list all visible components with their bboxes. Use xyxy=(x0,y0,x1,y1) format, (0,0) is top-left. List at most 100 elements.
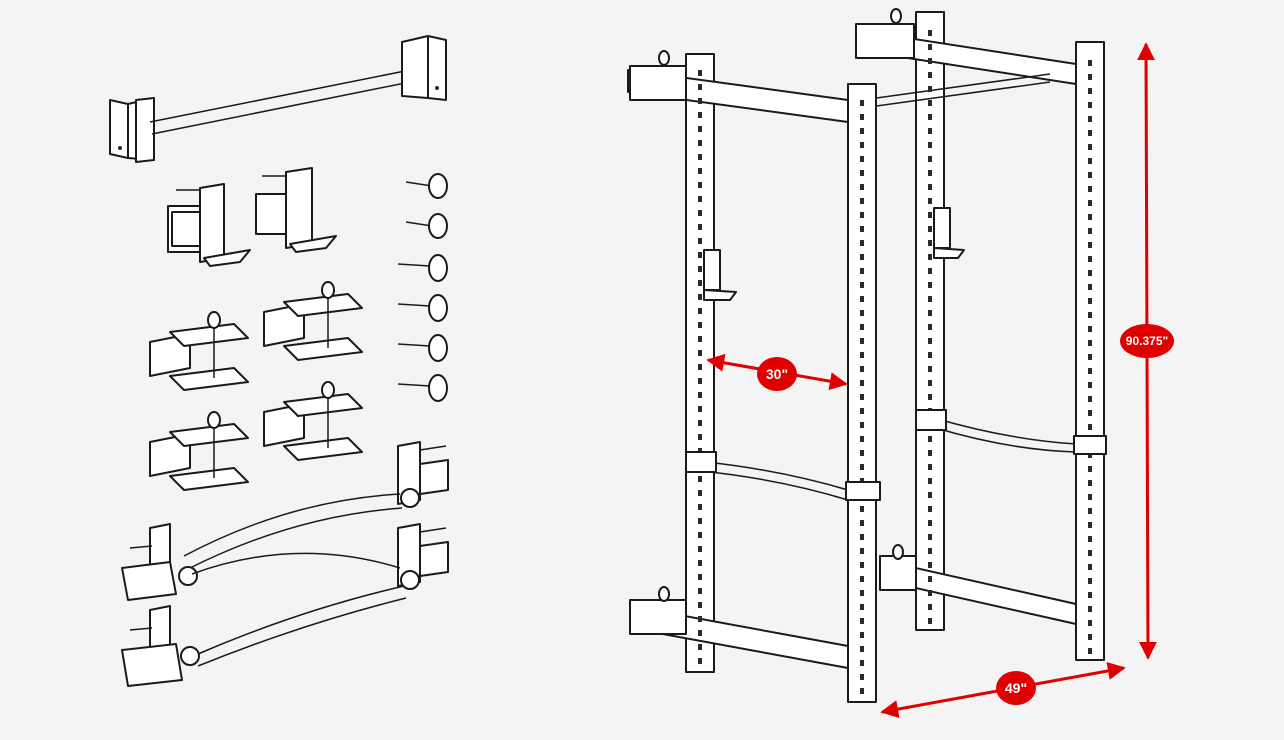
upright-hole xyxy=(860,674,864,680)
upright-hole xyxy=(698,322,702,328)
upright-hole xyxy=(1088,634,1092,640)
upright-hole xyxy=(698,644,702,650)
upright-hole xyxy=(860,156,864,162)
accessories-group xyxy=(109,35,449,687)
upright-hole xyxy=(698,308,702,314)
strap-safety xyxy=(121,585,407,687)
upright-hole xyxy=(1088,256,1092,262)
strap-safety xyxy=(183,441,449,571)
upright-hole xyxy=(928,282,932,288)
upright-hole xyxy=(928,604,932,610)
upright-hole xyxy=(1088,494,1092,500)
upright-hole xyxy=(928,324,932,330)
upright-hole xyxy=(698,504,702,510)
upright-hole xyxy=(928,436,932,442)
upright-hole xyxy=(1088,214,1092,220)
pull-pin xyxy=(397,334,448,362)
upright-hole xyxy=(698,70,702,76)
upright-hole xyxy=(698,364,702,370)
rack-wall-bracket xyxy=(629,50,687,101)
upright-hole xyxy=(1088,592,1092,598)
upright-hole xyxy=(860,646,864,652)
upright-hole xyxy=(1088,298,1092,304)
pull-pin xyxy=(397,254,448,282)
upright-hole xyxy=(860,590,864,596)
rack-strap-safety-front xyxy=(705,461,849,491)
upright-hole xyxy=(698,126,702,132)
upright-hole xyxy=(698,420,702,426)
upright-hole xyxy=(1088,200,1092,206)
upright-hole xyxy=(1088,74,1092,80)
upright-hole xyxy=(860,506,864,512)
upright-hole xyxy=(1088,564,1092,570)
upright-hole xyxy=(860,394,864,400)
upright-hole xyxy=(860,604,864,610)
upright-hole xyxy=(1088,172,1092,178)
upright-hole xyxy=(928,562,932,568)
upright-hole xyxy=(860,142,864,148)
upright-hole xyxy=(860,660,864,666)
upright-hole xyxy=(698,84,702,90)
upright-hole xyxy=(928,520,932,526)
upright-hole xyxy=(860,170,864,176)
upright-hole xyxy=(928,576,932,582)
upright-hole xyxy=(928,366,932,372)
upright-hole xyxy=(698,630,702,636)
upright-hole xyxy=(860,576,864,582)
upright-hole xyxy=(860,184,864,190)
depth-label: 49" xyxy=(1005,680,1027,696)
upright-hole xyxy=(1088,410,1092,416)
wall-bracket xyxy=(149,311,249,391)
upright-hole xyxy=(698,98,702,104)
upright-hole xyxy=(928,310,932,316)
upright-hole xyxy=(698,182,702,188)
upright-hole xyxy=(698,210,702,216)
upright-hole xyxy=(1088,242,1092,248)
upright-hole xyxy=(698,378,702,384)
upright-hole xyxy=(698,168,702,174)
upright-hole xyxy=(928,100,932,106)
upright-hole xyxy=(928,268,932,274)
wall-bracket xyxy=(263,381,363,461)
upright-hole xyxy=(860,534,864,540)
pull-pins xyxy=(397,173,448,402)
upright-hole xyxy=(698,434,702,440)
upright-hole xyxy=(698,238,702,244)
upright-hole xyxy=(860,366,864,372)
upright-hole xyxy=(860,282,864,288)
upright-hole xyxy=(928,44,932,50)
upright-hole xyxy=(1088,536,1092,542)
upright-hole xyxy=(1088,382,1092,388)
upright-hole xyxy=(928,478,932,484)
rack-pull-up-bar xyxy=(861,73,1051,101)
upright-hole xyxy=(1088,424,1092,430)
upright-hole xyxy=(860,464,864,470)
upright-hole xyxy=(698,490,702,496)
upright-hole xyxy=(860,422,864,428)
upright-hole xyxy=(1088,620,1092,626)
height-label: 90.375" xyxy=(1126,334,1168,348)
upright-hole xyxy=(1088,270,1092,276)
upright-hole xyxy=(1088,186,1092,192)
upright-hole xyxy=(860,380,864,386)
upright-hole xyxy=(698,266,702,272)
upright-hole xyxy=(928,142,932,148)
width-badge xyxy=(757,357,797,391)
rack-group xyxy=(627,8,1107,703)
upright-hole xyxy=(860,338,864,344)
upright-hole xyxy=(1088,466,1092,472)
upright-hole xyxy=(1088,102,1092,108)
upright-hole xyxy=(860,212,864,218)
upright-hole xyxy=(698,252,702,258)
upright-hole xyxy=(928,548,932,554)
upright-hole xyxy=(928,352,932,358)
upright-hole xyxy=(860,114,864,120)
wall-bracket xyxy=(149,411,249,491)
upright-hole xyxy=(928,86,932,92)
upright-hole xyxy=(928,338,932,344)
upright-hole xyxy=(928,170,932,176)
upright-hole xyxy=(860,100,864,106)
upright-hole xyxy=(698,224,702,230)
